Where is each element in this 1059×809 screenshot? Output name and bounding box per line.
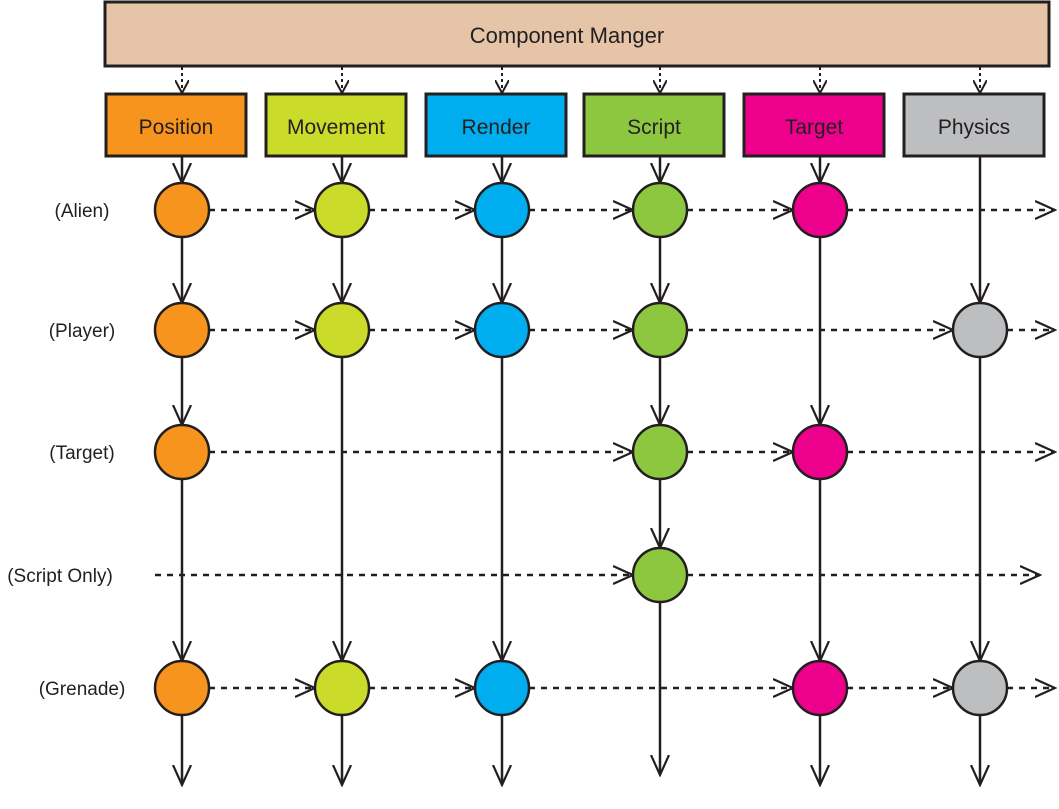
component-node-grenade-position — [153, 659, 211, 717]
component-node-script-only-script — [631, 546, 689, 604]
component-node-alien-script — [631, 181, 689, 239]
component-box-script — [582, 92, 726, 158]
entity-label-grenade: (Grenade) — [39, 679, 126, 700]
component-label-position: Position — [139, 116, 214, 139]
component-node-grenade-render — [473, 659, 531, 717]
component-node-target-target — [791, 423, 849, 481]
component-node-alien-position — [153, 181, 211, 239]
component-box-render — [424, 92, 568, 158]
component-manager-label: Component Manger — [470, 23, 664, 48]
component-box-target — [742, 92, 886, 158]
entity-label-script-only: (Script Only) — [7, 566, 113, 587]
component-box-physics — [902, 92, 1046, 158]
entity-label-alien: (Alien) — [55, 201, 110, 222]
component-node-alien-render — [473, 181, 531, 239]
component-node-alien-movement — [313, 181, 371, 239]
component-label-script: Script — [627, 116, 681, 139]
component-node-player-render — [473, 301, 531, 359]
component-node-player-position — [153, 301, 211, 359]
component-node-alien-target — [791, 181, 849, 239]
component-node-grenade-physics — [951, 659, 1009, 717]
component-label-physics: Physics — [938, 116, 1010, 139]
entity-label-player: (Player) — [49, 321, 116, 342]
component-label-render: Render — [462, 116, 531, 139]
entity-label-target: (Target) — [49, 443, 114, 464]
component-node-player-movement — [313, 301, 371, 359]
component-node-grenade-target — [791, 659, 849, 717]
component-node-target-position — [153, 423, 211, 481]
component-label-movement: Movement — [287, 116, 385, 139]
component-node-player-physics — [951, 301, 1009, 359]
component-label-target: Target — [785, 116, 844, 139]
component-box-movement — [264, 92, 408, 158]
component-node-grenade-movement — [313, 659, 371, 717]
component-manager-box — [103, 0, 1051, 68]
component-box-position — [104, 92, 248, 158]
component-node-target-script — [631, 423, 689, 481]
component-node-player-script — [631, 301, 689, 359]
